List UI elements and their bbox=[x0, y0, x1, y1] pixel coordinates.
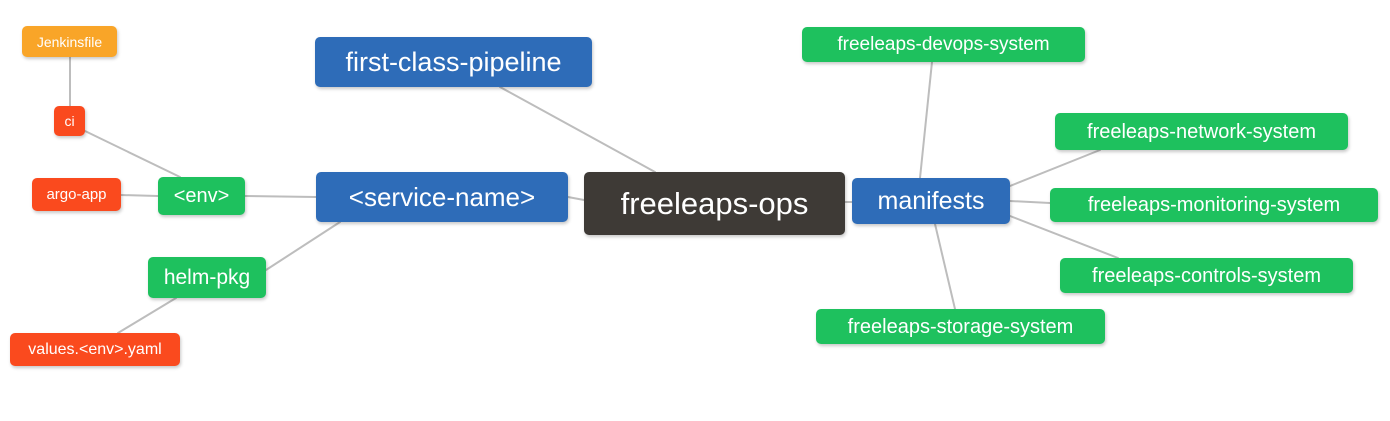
edge-manifests-to-freeleaps-monitoring-system bbox=[1009, 200, 1051, 204]
node-values-env-yaml[interactable]: values.<env>.yaml bbox=[10, 333, 180, 366]
node-label-values-env-yaml: values.<env>.yaml bbox=[28, 340, 162, 358]
node-freeleaps-controls-system[interactable]: freeleaps-controls-system bbox=[1060, 258, 1353, 293]
node-label-freeleaps-ops: freeleaps-ops bbox=[620, 186, 809, 221]
edge-first-class-pipeline-to-freeleaps-ops bbox=[499, 86, 656, 173]
node-env[interactable]: <env> bbox=[158, 177, 245, 215]
node-freeleaps-storage-system[interactable]: freeleaps-storage-system bbox=[816, 309, 1105, 344]
node-freeleaps-devops-system[interactable]: freeleaps-devops-system bbox=[802, 27, 1085, 62]
node-freeleaps-ops[interactable]: freeleaps-ops bbox=[584, 172, 845, 235]
node-freeleaps-monitoring-system[interactable]: freeleaps-monitoring-system bbox=[1050, 188, 1378, 222]
node-helm-pkg[interactable]: helm-pkg bbox=[148, 257, 266, 298]
node-label-service-name: <service-name> bbox=[348, 182, 536, 212]
node-label-ci: ci bbox=[64, 113, 75, 129]
node-label-freeleaps-devops-system: freeleaps-devops-system bbox=[837, 34, 1050, 55]
node-label-jenkinsfile: Jenkinsfile bbox=[36, 33, 103, 50]
edge-service-name-to-freeleaps-ops bbox=[567, 196, 585, 201]
node-manifests[interactable]: manifests bbox=[852, 178, 1010, 224]
node-first-class-pipeline[interactable]: first-class-pipeline bbox=[315, 37, 592, 87]
node-label-argo-app: argo-app bbox=[46, 186, 107, 203]
edge-service-name-to-helm-pkg bbox=[265, 221, 341, 271]
edge-argo-app-to-env bbox=[120, 194, 159, 197]
node-ci[interactable]: ci bbox=[54, 106, 85, 136]
node-label-helm-pkg: helm-pkg bbox=[163, 266, 251, 289]
edge-ci-to-env bbox=[84, 130, 181, 178]
edge-env-to-service-name bbox=[244, 195, 317, 198]
edge-manifests-to-freeleaps-network-system bbox=[1009, 149, 1101, 187]
node-label-manifests: manifests bbox=[877, 186, 985, 215]
node-jenkinsfile[interactable]: Jenkinsfile bbox=[22, 26, 117, 57]
node-argo-app[interactable]: argo-app bbox=[32, 178, 121, 211]
node-label-freeleaps-network-system: freeleaps-network-system bbox=[1087, 120, 1316, 143]
node-label-freeleaps-controls-system: freeleaps-controls-system bbox=[1092, 264, 1321, 287]
edge-manifests-to-freeleaps-devops-system bbox=[919, 61, 933, 179]
node-label-freeleaps-monitoring-system: freeleaps-monitoring-system bbox=[1087, 194, 1341, 216]
node-label-first-class-pipeline: first-class-pipeline bbox=[345, 46, 562, 77]
node-service-name[interactable]: <service-name> bbox=[316, 172, 568, 222]
edge-manifests-to-freeleaps-controls-system bbox=[1009, 215, 1119, 259]
edge-manifests-to-freeleaps-storage-system bbox=[934, 223, 956, 310]
edge-helm-pkg-to-values-env-yaml bbox=[117, 297, 177, 334]
node-freeleaps-network-system[interactable]: freeleaps-network-system bbox=[1055, 113, 1348, 150]
node-label-freeleaps-storage-system: freeleaps-storage-system bbox=[847, 315, 1074, 338]
node-label-env: <env> bbox=[173, 185, 230, 207]
